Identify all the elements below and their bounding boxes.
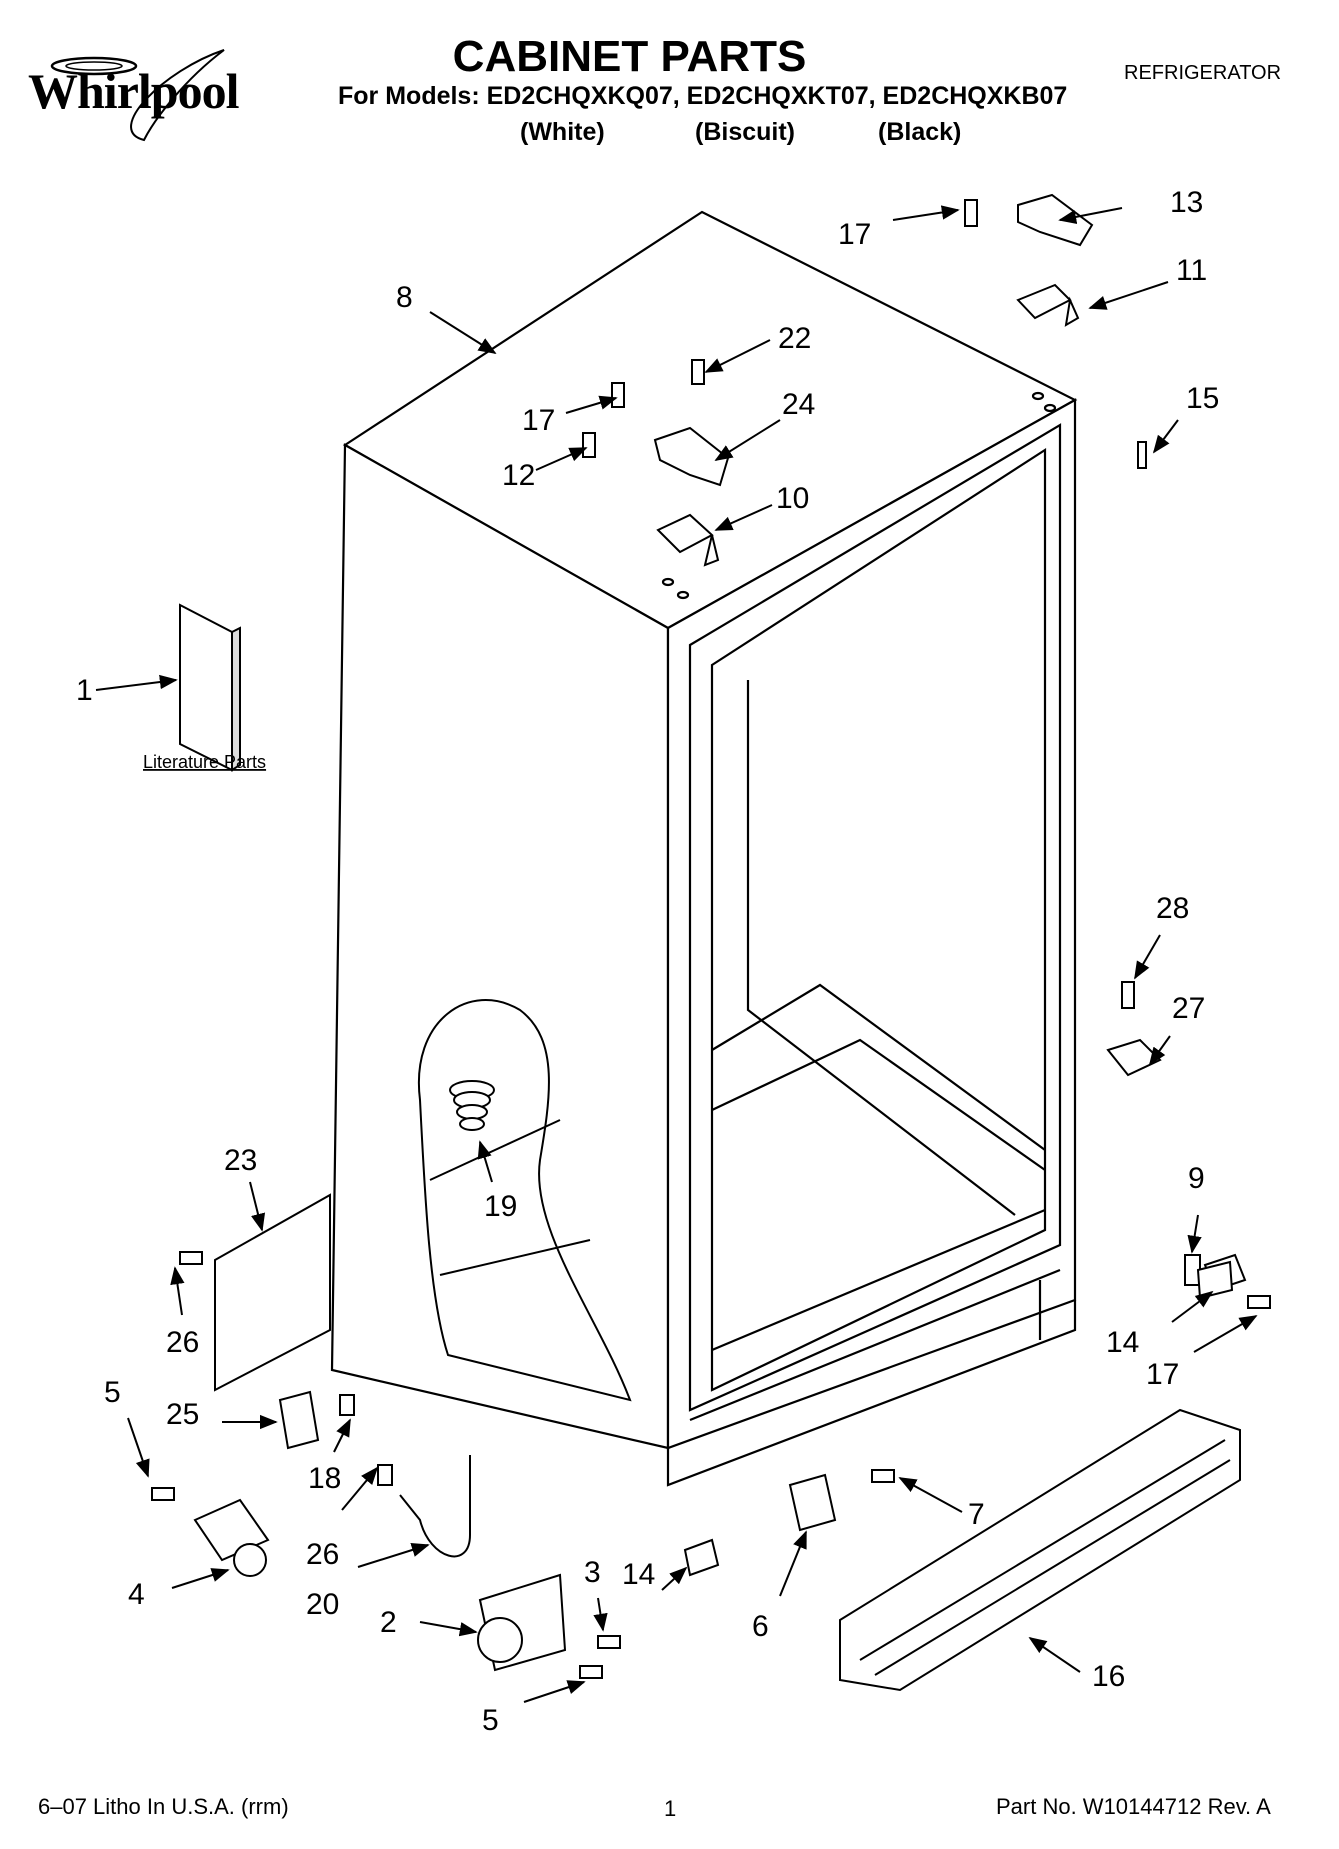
side-cutaway (417, 999, 632, 1402)
top-right-hinge-11 (1016, 283, 1080, 327)
callout-24: 24 (782, 388, 815, 421)
callout-5-top: 5 (104, 1376, 121, 1409)
callout-10: 10 (776, 482, 809, 515)
leveling-roller-2 (477, 1573, 567, 1672)
callout-16: 16 (1092, 1660, 1125, 1693)
callout-5-bottom: 5 (482, 1704, 499, 1737)
hinge-cover-13 (1017, 193, 1094, 247)
page-title: CABINET PARTS (0, 32, 1339, 82)
literature-parts-book (179, 603, 241, 772)
callout-20: 20 (306, 1588, 339, 1621)
footer-print-info: 6–07 Litho In U.S.A. (rrm) (38, 1794, 289, 1819)
brand-logo: Whirlpool (28, 63, 239, 119)
category-label: REFRIGERATOR (1124, 62, 1282, 84)
hinge-cover-24 (653, 426, 730, 487)
roller-4 (193, 1498, 270, 1577)
model-colors: (White) (Biscuit) (Black) (0, 118, 1339, 152)
hinge-27 (1106, 1038, 1162, 1077)
footer-part-number: Part No. W10144712 Rev. A (996, 1794, 1271, 1819)
callout-15: 15 (1186, 382, 1219, 415)
callout-12: 12 (502, 459, 535, 492)
callout-4: 4 (128, 1578, 145, 1611)
models-line: For Models: ED2CHQXKQ07, ED2CHQXKT07, ED… (338, 82, 1068, 110)
page-title-text: CABINET PARTS (452, 32, 807, 81)
callout-1: 1 (76, 674, 93, 707)
callout-numbers: 1 2 3 4 5 5 6 7 8 9 10 11 12 13 14 14 15… (76, 186, 1219, 1737)
callout-19: 19 (484, 1190, 517, 1223)
top-left-hinge-10 (656, 513, 720, 567)
callout-2: 2 (380, 1606, 397, 1639)
callout-26-lower: 26 (306, 1538, 339, 1571)
callout-17-top-left: 17 (522, 404, 555, 437)
bracket-14-left (683, 1538, 720, 1577)
leader-lines (95, 205, 1258, 1703)
literature-parts-label: Literature Parts (143, 752, 266, 772)
callout-9: 9 (1188, 1162, 1205, 1195)
cabinet-body (330, 210, 1078, 1487)
roller-clip-6 (788, 1473, 837, 1532)
bracket-14-right (1196, 1260, 1234, 1300)
callout-13: 13 (1170, 186, 1203, 219)
footer-page-number: 1 (664, 1796, 677, 1821)
bracket-25 (278, 1390, 320, 1450)
callout-23: 23 (224, 1144, 257, 1177)
callout-14-right: 14 (1106, 1326, 1139, 1359)
screws (151, 199, 1271, 1679)
callout-17-top-right: 17 (838, 218, 871, 251)
callout-25: 25 (166, 1398, 199, 1431)
callout-28: 28 (1156, 892, 1189, 925)
callout-18: 18 (308, 1462, 341, 1495)
callout-27: 27 (1172, 992, 1205, 1025)
callout-26-left: 26 (166, 1326, 199, 1359)
color-biscuit: (Biscuit) (695, 118, 795, 146)
callout-8: 8 (396, 281, 413, 314)
callout-11: 11 (1176, 254, 1207, 287)
drain-tube-20 (399, 1455, 471, 1558)
callout-3: 3 (584, 1556, 601, 1589)
callout-22: 22 (778, 322, 811, 355)
rear-access-panel-23 (214, 1193, 331, 1392)
callout-17-bottom-right: 17 (1146, 1358, 1179, 1391)
callout-7: 7 (968, 1498, 985, 1531)
callout-6: 6 (752, 1610, 769, 1643)
brand-swoosh-icon (50, 49, 225, 142)
color-white: (White) (520, 118, 605, 146)
base-grille-16 (839, 1408, 1241, 1692)
color-black: (Black) (878, 118, 962, 146)
callout-14-left: 14 (622, 1558, 655, 1591)
